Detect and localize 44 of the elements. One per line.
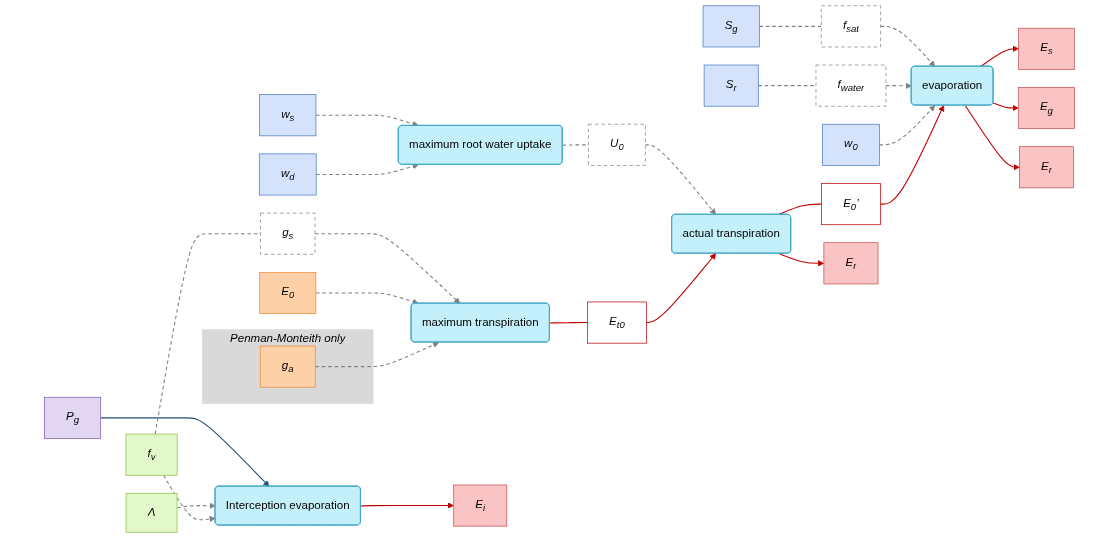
- arrow: [315, 163, 419, 175]
- arrow: [163, 474, 216, 523]
- arrow: [964, 104, 1020, 171]
- node-box: f$_{v}$: [125, 433, 178, 476]
- node-box: E$_{g}$: [1017, 87, 1075, 129]
- arrow: [980, 45, 1019, 68]
- node-box: f$_{water}$: [815, 64, 887, 107]
- connector: [562, 144, 589, 146]
- arrow: [644, 144, 717, 215]
- arrow: [778, 253, 825, 267]
- arrow: [176, 502, 216, 509]
- arrow: [878, 105, 936, 146]
- node-box: U$_{0}$: [588, 123, 646, 166]
- arrow: [314, 341, 440, 368]
- node-box: E$_{r}$: [1019, 146, 1074, 189]
- node-box: E$_{s}$: [1018, 27, 1075, 70]
- arrow: [315, 292, 419, 305]
- connector: [778, 203, 823, 216]
- arrow: [645, 253, 717, 324]
- node-box: P$_{g}$: [44, 396, 102, 439]
- arrow: [315, 114, 419, 127]
- arrow: [314, 233, 461, 304]
- arrow: [880, 25, 936, 67]
- node-box: g$_{a}$: [259, 345, 316, 388]
- node-box: E$_{t0}$: [587, 301, 647, 344]
- arrow: [360, 502, 454, 509]
- node-box: w$_{s}$: [259, 94, 317, 137]
- node-box: g$_{s}$: [260, 212, 316, 255]
- node-box: f$_{sat}$: [820, 5, 881, 48]
- arrow: [992, 102, 1019, 112]
- node-box: w$_{d}$: [258, 153, 317, 196]
- node-box: w$_{0}$: [822, 123, 880, 166]
- node-box: Λ: [125, 492, 178, 533]
- arrow: [885, 82, 912, 89]
- arrow: [879, 105, 945, 205]
- node-box: S$_{r}$: [703, 64, 759, 107]
- node-box: S$_{g}$: [702, 5, 760, 48]
- connector: [549, 322, 588, 324]
- arrow: [100, 417, 270, 487]
- node-box: E$_{r}$: [823, 242, 879, 285]
- node-box: E$_{i}$: [453, 484, 508, 527]
- node-box: E$_{0}$’: [821, 183, 881, 226]
- node-box: E$_{0}$: [259, 271, 317, 314]
- connector: [757, 85, 817, 87]
